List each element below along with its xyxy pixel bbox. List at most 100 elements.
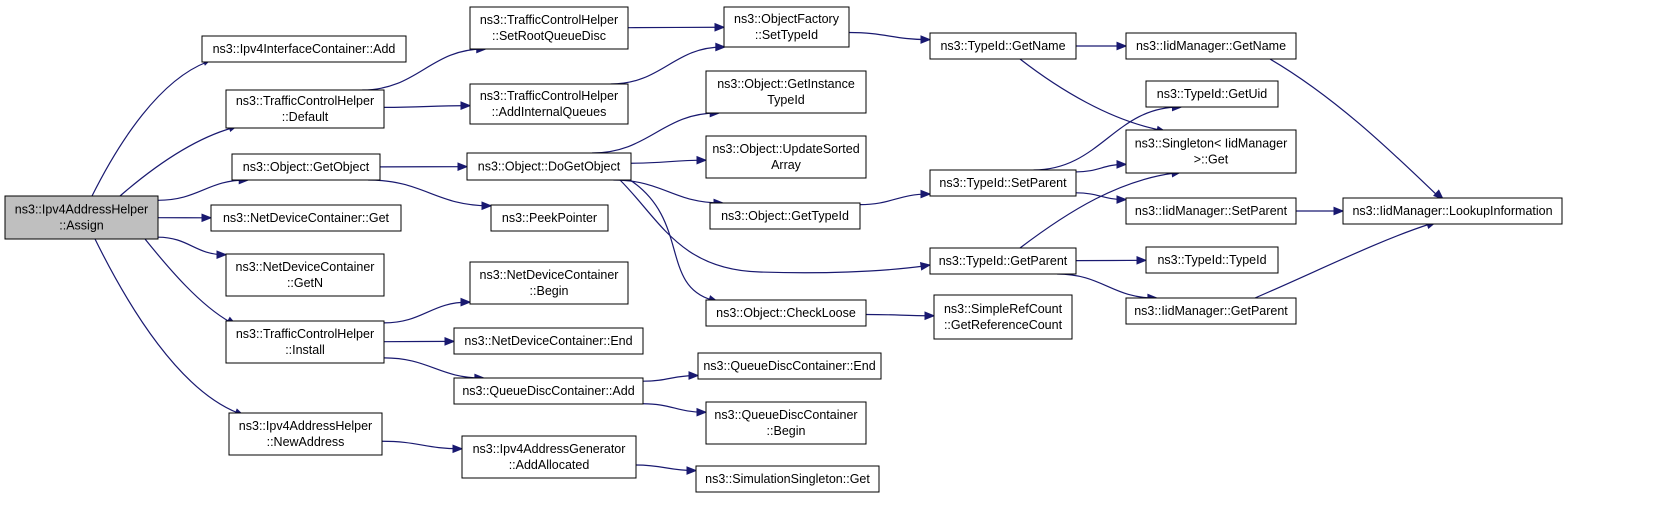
- node-qdc-end[interactable]: ns3::QueueDiscContainer::End: [697, 352, 882, 380]
- edge-arrowhead: [457, 162, 469, 172]
- node-ndc-end[interactable]: ns3::NetDeviceContainer::End: [453, 327, 644, 355]
- node-iah-newaddress[interactable]: ns3::Ipv4AddressHelper::NewAddress: [228, 412, 383, 456]
- edge-line: [362, 48, 484, 91]
- node-label: ns3::Ipv4InterfaceContainer::Add: [213, 42, 396, 56]
- node-ss-get[interactable]: ns3::SimulationSingleton::Get: [695, 465, 880, 493]
- edge-line: [859, 193, 929, 206]
- node-tid-getparent[interactable]: ns3::TypeId::GetParent: [929, 247, 1077, 275]
- edge-arrowhead: [696, 155, 708, 165]
- node-ndc-get[interactable]: ns3::NetDeviceContainer::Get: [210, 204, 402, 232]
- node-box: [933, 294, 1073, 340]
- node-label: ::Begin: [530, 284, 569, 298]
- node-singleton-get[interactable]: ns3::Singleton< IidManager>::Get: [1125, 129, 1297, 174]
- node-obj-dogetobject[interactable]: ns3::Object::DoGetObject: [466, 152, 632, 181]
- edge-qdc_add-to-qdc_begin: [642, 403, 708, 417]
- edge-tch_addinternal-to-of_settypeid: [610, 42, 727, 85]
- node-assign[interactable]: ns3::Ipv4AddressHelper::Assign: [4, 195, 159, 240]
- node-qdc-add[interactable]: ns3::QueueDiscContainer::Add: [453, 377, 644, 405]
- node-obj-getobject[interactable]: ns3::Object::GetObject: [231, 153, 381, 181]
- edge-assign-to-iah_newaddress: [94, 238, 246, 417]
- edge-line: [1019, 58, 1161, 131]
- node-ifc-add[interactable]: ns3::Ipv4InterfaceContainer::Add: [201, 35, 407, 63]
- node-box: [461, 435, 637, 479]
- node-src-getrefcount[interactable]: ns3::SimpleRefCount::GetReferenceCount: [933, 294, 1073, 340]
- edges-layer: [91, 22, 1444, 475]
- node-tch-setroot[interactable]: ns3::TrafficControlHelper::SetRootQueueD…: [469, 6, 629, 50]
- node-label: ns3::Object::DoGetObject: [478, 160, 621, 174]
- node-label: ns3::TypeId::GetName: [940, 39, 1065, 53]
- node-label: ::SetTypeId: [755, 28, 818, 42]
- node-obj-checkloose[interactable]: ns3::Object::CheckLoose: [705, 299, 867, 327]
- node-label: ns3::Object::GetInstance: [717, 77, 855, 91]
- edge-line: [1019, 172, 1176, 249]
- node-iid-getname[interactable]: ns3::IidManager::GetName: [1125, 32, 1297, 60]
- node-iid-setparent[interactable]: ns3::IidManager::SetParent: [1125, 197, 1297, 225]
- edge-arrowhead: [201, 213, 213, 223]
- node-box: [929, 32, 1077, 60]
- node-box: [1342, 197, 1563, 225]
- edge-tid_setparent-to-iid_setparent: [1075, 192, 1128, 204]
- node-box: [723, 6, 850, 48]
- edge-line: [865, 313, 933, 317]
- edge-arrowhead: [1116, 195, 1128, 204]
- node-tch-addinternal[interactable]: ns3::TrafficControlHelper::AddInternalQu…: [469, 83, 629, 125]
- edge-arrowhead: [714, 22, 726, 32]
- node-box: [705, 70, 867, 114]
- edge-line: [91, 61, 208, 197]
- node-label: ns3::Object::UpdateSorted: [712, 142, 859, 156]
- node-box: [201, 35, 407, 63]
- edge-line: [619, 179, 925, 274]
- node-tid-getuid[interactable]: ns3::TypeId::GetUid: [1145, 80, 1279, 108]
- edge-line: [610, 46, 723, 85]
- node-iid-getparent[interactable]: ns3::IidManager::GetParent: [1125, 297, 1297, 325]
- node-label: ns3::IidManager::GetParent: [1134, 304, 1288, 318]
- node-label: ns3::PeekPointer: [502, 211, 597, 225]
- edge-arrowhead: [1116, 41, 1128, 51]
- node-tid-getname[interactable]: ns3::TypeId::GetName: [929, 32, 1077, 60]
- edge-line: [1269, 58, 1441, 199]
- node-label: ns3::TrafficControlHelper: [236, 94, 374, 108]
- edge-arrowhead: [924, 311, 936, 321]
- edge-assign-to-tch_default: [119, 123, 240, 197]
- node-tid-setparent[interactable]: ns3::TypeId::SetParent: [929, 169, 1077, 197]
- node-iid-lookup[interactable]: ns3::IidManager::LookupInformation: [1342, 197, 1563, 225]
- node-tch-default[interactable]: ns3::TrafficControlHelper::Default: [225, 89, 385, 129]
- edge-arrowhead: [686, 466, 698, 475]
- edge-line: [383, 357, 482, 379]
- node-obj-gettypeid[interactable]: ns3::Object::GetTypeId: [709, 202, 861, 230]
- node-box: [210, 204, 402, 232]
- edge-arrowhead: [1136, 255, 1148, 265]
- edge-arrowhead: [715, 42, 727, 52]
- node-box: [228, 412, 383, 456]
- node-label: ns3::NetDeviceContainer::End: [464, 334, 632, 348]
- edge-obj_getobject-to-obj_dogetobject: [379, 162, 469, 172]
- nodes-layer: ns3::Ipv4AddressHelper::Assign ns3::Ipv4I…: [4, 6, 1563, 493]
- node-box: [705, 401, 867, 445]
- node-label: ns3::SimpleRefCount: [944, 302, 1063, 316]
- node-box: [453, 327, 644, 355]
- node-box: [466, 152, 632, 181]
- node-of-settypeid[interactable]: ns3::ObjectFactory::SetTypeId: [723, 6, 850, 48]
- node-peekpointer[interactable]: ns3::PeekPointer: [490, 204, 609, 232]
- edge-obj_dogetobject-to-tid_getparent: [619, 179, 932, 274]
- edge-arrowhead: [460, 297, 472, 307]
- node-ndc-getn[interactable]: ns3::NetDeviceContainer::GetN: [225, 253, 385, 297]
- node-tid-typeid[interactable]: ns3::TypeId::TypeId: [1145, 246, 1279, 274]
- edge-iag_addallocated-to-ss_get: [635, 464, 698, 475]
- edge-arrowhead: [920, 189, 932, 199]
- node-qdc-begin[interactable]: ns3::QueueDiscContainer::Begin: [705, 401, 867, 445]
- edge-line: [848, 31, 929, 41]
- edge-line: [144, 238, 231, 323]
- node-label: ns3::QueueDiscContainer::Add: [462, 384, 634, 398]
- edge-line: [381, 440, 461, 450]
- node-iag-addallocated[interactable]: ns3::Ipv4AddressGenerator::AddAllocated: [461, 435, 637, 479]
- edge-iah_newaddress-to-iag_addallocated: [381, 440, 464, 454]
- node-box: [1145, 80, 1279, 108]
- node-ndc-begin[interactable]: ns3::NetDeviceContainer::Begin: [469, 261, 629, 305]
- node-tch-install[interactable]: ns3::TrafficControlHelper::Install: [225, 320, 385, 364]
- edge-of_settypeid-to-tid_getname: [848, 31, 932, 44]
- edge-assign-to-ndc_get: [157, 213, 213, 223]
